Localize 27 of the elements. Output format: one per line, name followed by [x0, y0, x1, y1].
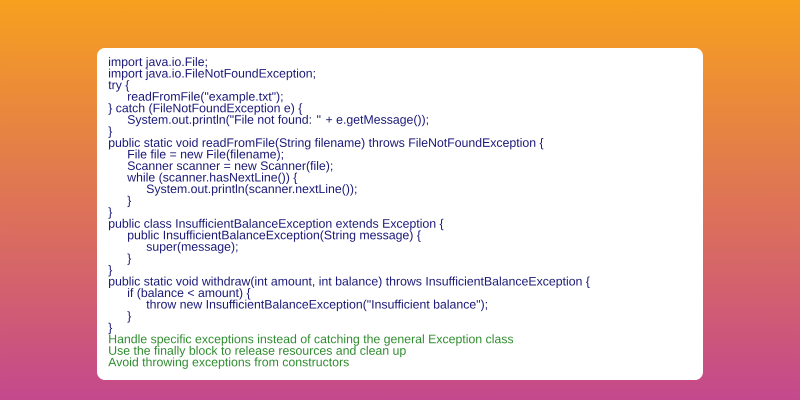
code-line: System.out.println("File not found: " + e.getMessage());: [128, 114, 428, 126]
code-line: }: [127, 311, 132, 323]
code-line: }: [108, 207, 112, 219]
code-line: while (scanner.hasNextLine()) {: [127, 172, 298, 184]
code-line: }: [108, 126, 112, 138]
code-line: public InsufficientBalanceException(String message) {: [128, 230, 421, 242]
code-line: public static void readFromFile(String filename) throws FileNotFoundException {: [109, 138, 544, 150]
code-line: }: [108, 265, 112, 276]
code-line: import java.io.FileNotFoundException;: [109, 68, 315, 80]
code-line: }: [127, 253, 132, 265]
code-line: if (balance < amount) {: [128, 288, 250, 300]
tip-text: Handle specific exceptions instead of catching the general Exception class: [109, 334, 514, 346]
code-line: } catch (FileNotFoundException e) {: [108, 103, 302, 115]
code-line: import java.io.File;: [109, 57, 207, 69]
code-line: public static void withdraw(int amount, int balance) throws InsufficientBalanceException {: [109, 276, 590, 288]
tip-text: Use the finally block to release resources and clean up: [109, 346, 406, 358]
tip-text: Avoid throwing exceptions from constructors: [108, 357, 349, 369]
code-line: super(message);: [146, 242, 238, 254]
code-line: }: [127, 196, 132, 208]
code-line: Scanner scanner = new Scanner(file);: [128, 161, 332, 172]
code-line: }: [108, 322, 112, 334]
code-line: readFromFile("example.txt");: [128, 92, 282, 104]
code-line: try {: [108, 80, 130, 92]
code-line: throw new InsufficientBalanceException("Insufficient balance");: [146, 300, 487, 312]
code-line: File file = new File(filename);: [128, 150, 283, 161]
code-line: public class InsufficientBalanceException extends Exception {: [109, 218, 444, 230]
code-line: System.out.println(scanner.nextLine());: [146, 184, 356, 196]
